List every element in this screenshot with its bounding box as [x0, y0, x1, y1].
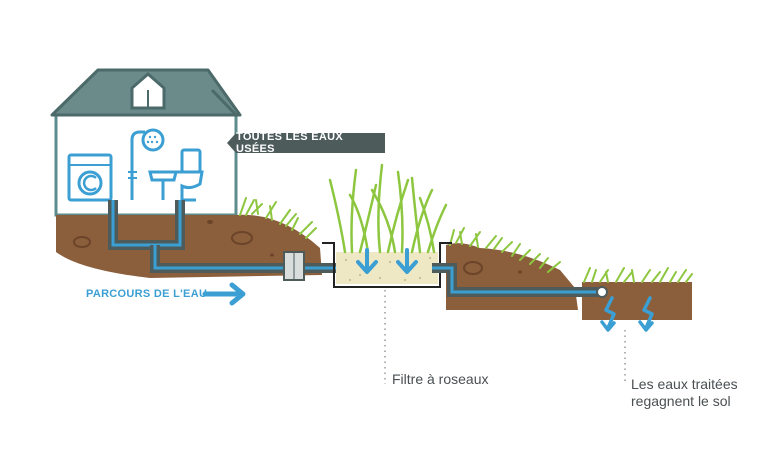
wastewater-label: TOUTES LES EAUX USÉES [227, 131, 385, 155]
toilet-icon [176, 148, 204, 202]
reed-filter-label: Filtre à roseaux [392, 371, 489, 387]
shower-icon [128, 128, 165, 200]
washing-machine-icon [67, 153, 113, 202]
grass [239, 197, 693, 283]
outflow-pipe [432, 263, 608, 298]
water-path-arrow-icon [202, 282, 246, 306]
treated-water-label: Les eaux traitées regagnent le sol [631, 376, 738, 410]
leader-lines [384, 290, 626, 384]
zigzag-arrow-icon [600, 296, 654, 332]
reed-filter-bed [322, 242, 452, 288]
pretreatment-tank [283, 251, 305, 281]
sink-icon [148, 170, 178, 200]
water-path-label: PARCOURS DE L'EAU [86, 288, 208, 300]
down-arrow-icon [356, 248, 418, 274]
treated-water-label-line1: Les eaux traitées [631, 376, 738, 392]
drain-pipes [108, 200, 348, 274]
soil-middle [446, 243, 578, 310]
soil-left [56, 214, 322, 278]
house [50, 68, 242, 217]
treated-water-label-line2: regagnent le sol [631, 393, 731, 409]
reed-plants [328, 163, 448, 254]
